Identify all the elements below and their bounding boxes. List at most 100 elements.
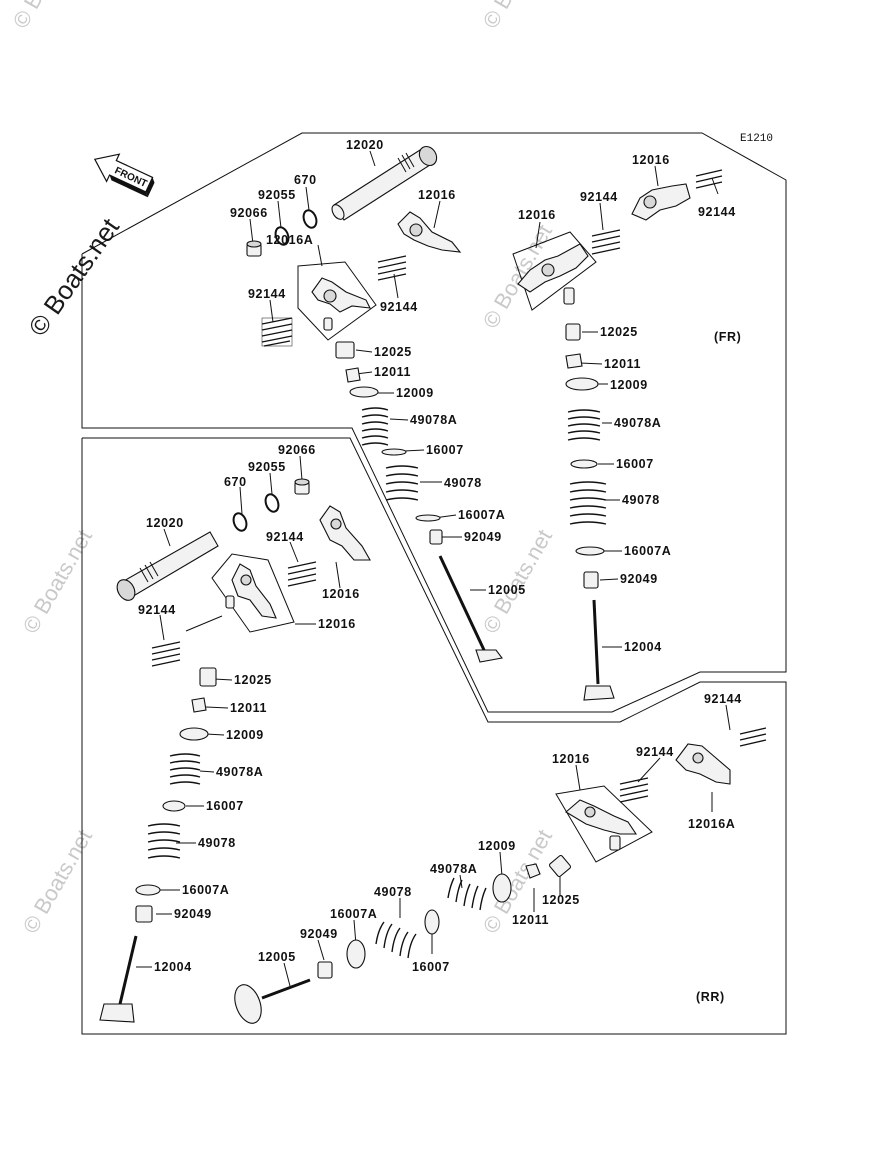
seat-16007A (346, 939, 366, 969)
diagram-code: E1210 (740, 133, 773, 145)
rocker-arm-12016 (319, 505, 371, 561)
spring-92144 (739, 727, 767, 747)
seat-16007A (135, 884, 161, 896)
part-label: 12011 (604, 357, 641, 371)
part-label: 12005 (258, 950, 296, 964)
seal-92049 (135, 905, 153, 923)
seat-16007 (162, 800, 186, 812)
part-label: 12025 (542, 893, 580, 907)
part-label: 12016 (552, 752, 590, 766)
part-label: 16007 (616, 457, 654, 471)
part-label: 16007A (182, 883, 229, 897)
seat-16007 (570, 459, 598, 469)
cap-92066 (294, 478, 310, 495)
seat-16007 (424, 909, 440, 935)
spring-92144 (591, 229, 621, 255)
seal-92049 (429, 529, 443, 545)
rocker-shaft-12020 (331, 145, 438, 221)
part-label: 92055 (248, 460, 286, 474)
part-label: 49078 (444, 476, 482, 490)
part-label: 92049 (620, 572, 658, 586)
o-ring-92055 (274, 226, 290, 246)
section-frames (81, 132, 787, 1035)
rocker-shaft-12020 (116, 531, 219, 601)
part-label: 92049 (300, 927, 338, 941)
adjuster-12025 (548, 854, 572, 878)
spring-49078 (569, 481, 607, 525)
spring-49078 (375, 921, 417, 959)
part-labels: 12020 670 92055 92066 12016A 12016 92144… (138, 138, 741, 974)
part-label: 12016 (322, 587, 360, 601)
part-label: 92066 (278, 443, 316, 457)
part-label: 12009 (396, 386, 434, 400)
valve-12004 (583, 599, 615, 701)
part-label: 670 (294, 173, 317, 187)
rocker-arm-12016 (631, 183, 691, 221)
rocker-arm-12016 (225, 563, 277, 619)
spring-92144 (261, 317, 293, 347)
part-label: 16007 (412, 960, 450, 974)
retainer-12009 (492, 873, 512, 903)
part-label: 92144 (636, 745, 674, 759)
part-label: 12009 (610, 378, 648, 392)
part-label: 49078A (614, 416, 661, 430)
front-parts (246, 145, 723, 701)
cotter-12011 (345, 367, 361, 383)
seat-16007A (415, 514, 441, 522)
rocker-arm-12016 (517, 243, 589, 305)
part-label: 92144 (138, 603, 176, 617)
part-label: 12011 (512, 913, 549, 927)
part-label: 16007 (206, 799, 244, 813)
cap-92066 (246, 240, 262, 257)
part-label: 16007A (330, 907, 377, 921)
cotter-12011 (191, 697, 207, 713)
part-label: 12016 (418, 188, 456, 202)
part-label: 12025 (374, 345, 412, 359)
retainer-12009 (565, 377, 599, 391)
spring-49078A (447, 877, 487, 911)
leader-lines (136, 150, 731, 987)
part-label: 92144 (266, 530, 304, 544)
part-label: 12025 (234, 673, 272, 687)
part-label: 92144 (248, 287, 286, 301)
watermark-text: © Boats.net (18, 825, 97, 937)
part-label: 12009 (226, 728, 264, 742)
part-label: 12016 (632, 153, 670, 167)
seal-92049 (583, 571, 599, 589)
cotter-12011 (525, 863, 541, 879)
rocker-arm-12016A (675, 743, 731, 785)
part-label: 49078A (216, 765, 263, 779)
part-label: 12004 (624, 640, 662, 654)
o-ring-670 (302, 209, 318, 229)
rocker-arm-12016 (397, 211, 462, 253)
part-label: 12011 (374, 365, 411, 379)
part-label: 12016 (318, 617, 356, 631)
part-label: 92144 (380, 300, 418, 314)
part-label: 12016A (688, 817, 735, 831)
part-label: 49078 (622, 493, 660, 507)
front-section-tag: (FR) (714, 330, 741, 344)
adjuster-12025 (335, 341, 355, 359)
rocker-box-12016 (512, 231, 597, 311)
part-label: 12016 (518, 208, 556, 222)
watermark-text: © Boats.net (18, 525, 97, 637)
adjuster-12025 (199, 667, 217, 687)
adjuster-12025 (565, 323, 581, 341)
part-label: 49078 (374, 885, 412, 899)
o-ring-670 (232, 512, 248, 532)
spring-92144 (695, 169, 723, 189)
part-label: 12009 (478, 839, 516, 853)
rocker-box-12016 (555, 785, 653, 863)
retainer-12009 (349, 386, 379, 398)
rocker-arm-12016 (565, 799, 638, 851)
part-label: 49078 (198, 836, 236, 850)
rocker-arm-12016A (311, 277, 371, 331)
spring-49078A (567, 409, 601, 441)
part-label: 670 (224, 475, 247, 489)
rear-section-frame (81, 437, 787, 1035)
part-label: 16007A (624, 544, 671, 558)
spring-49078 (147, 823, 181, 859)
spring-49078A (169, 753, 201, 785)
part-label: 92049 (174, 907, 212, 921)
